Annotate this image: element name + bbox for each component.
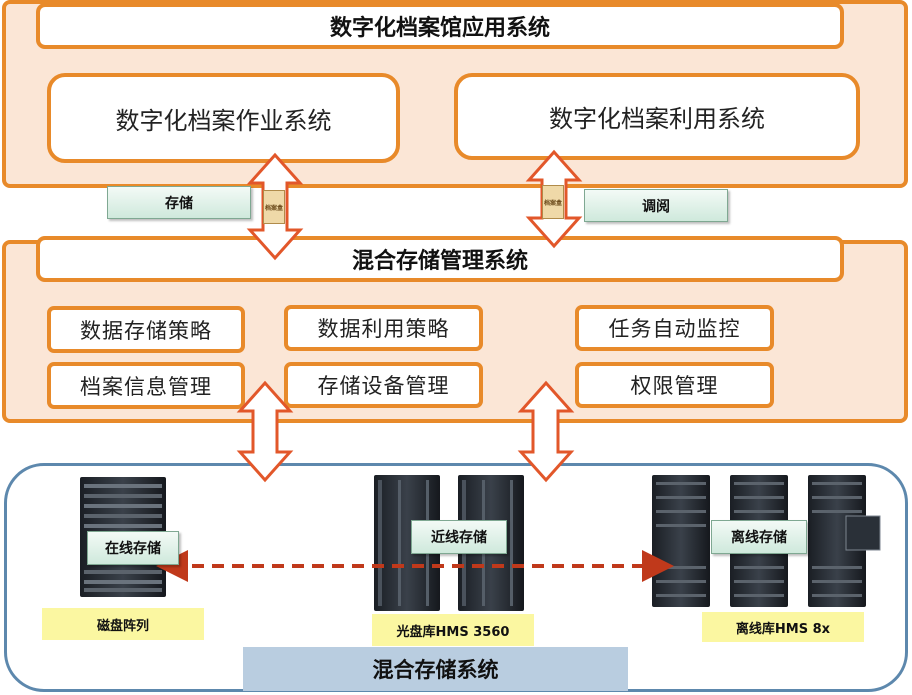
retrieve-label: 调阅 <box>584 189 728 222</box>
archive-box-icon-left: 档案盒 <box>263 190 285 224</box>
offline-library-caption: 离线库HMS 8x <box>702 612 864 642</box>
online-storage-label: 在线存储 <box>87 531 179 565</box>
management-storage-arrow-right <box>517 380 575 483</box>
archive-box-text: 档案盒 <box>264 204 283 212</box>
archive-box-text: 档案盒 <box>543 199 562 207</box>
disk-array-caption: 磁盘阵列 <box>42 608 204 640</box>
store-label: 存储 <box>107 186 251 219</box>
archive-operation-system: 数字化档案作业系统 <box>47 73 400 163</box>
module-task-auto-monitor: 任务自动监控 <box>575 305 774 351</box>
archive-box-icon-right: 档案盒 <box>542 185 564 219</box>
module-data-storage-policy: 数据存储策略 <box>47 306 245 353</box>
module-data-utilization-policy: 数据利用策略 <box>284 305 483 351</box>
management-storage-arrow-left <box>236 380 294 483</box>
archive-utilization-system: 数字化档案利用系统 <box>454 73 860 160</box>
optical-library-caption: 光盘库HMS 3560 <box>372 614 534 646</box>
offline-storage-label: 离线存储 <box>711 520 807 554</box>
module-storage-device-management: 存储设备管理 <box>284 362 483 408</box>
module-archive-info-management: 档案信息管理 <box>47 362 245 409</box>
hybrid-storage-title: 混合存储系统 <box>243 647 628 691</box>
module-permission-management: 权限管理 <box>575 362 774 408</box>
application-system-title: 数字化档案馆应用系统 <box>36 3 844 49</box>
nearline-storage-label: 近线存储 <box>411 520 507 554</box>
storage-management-title: 混合存储管理系统 <box>36 236 844 282</box>
